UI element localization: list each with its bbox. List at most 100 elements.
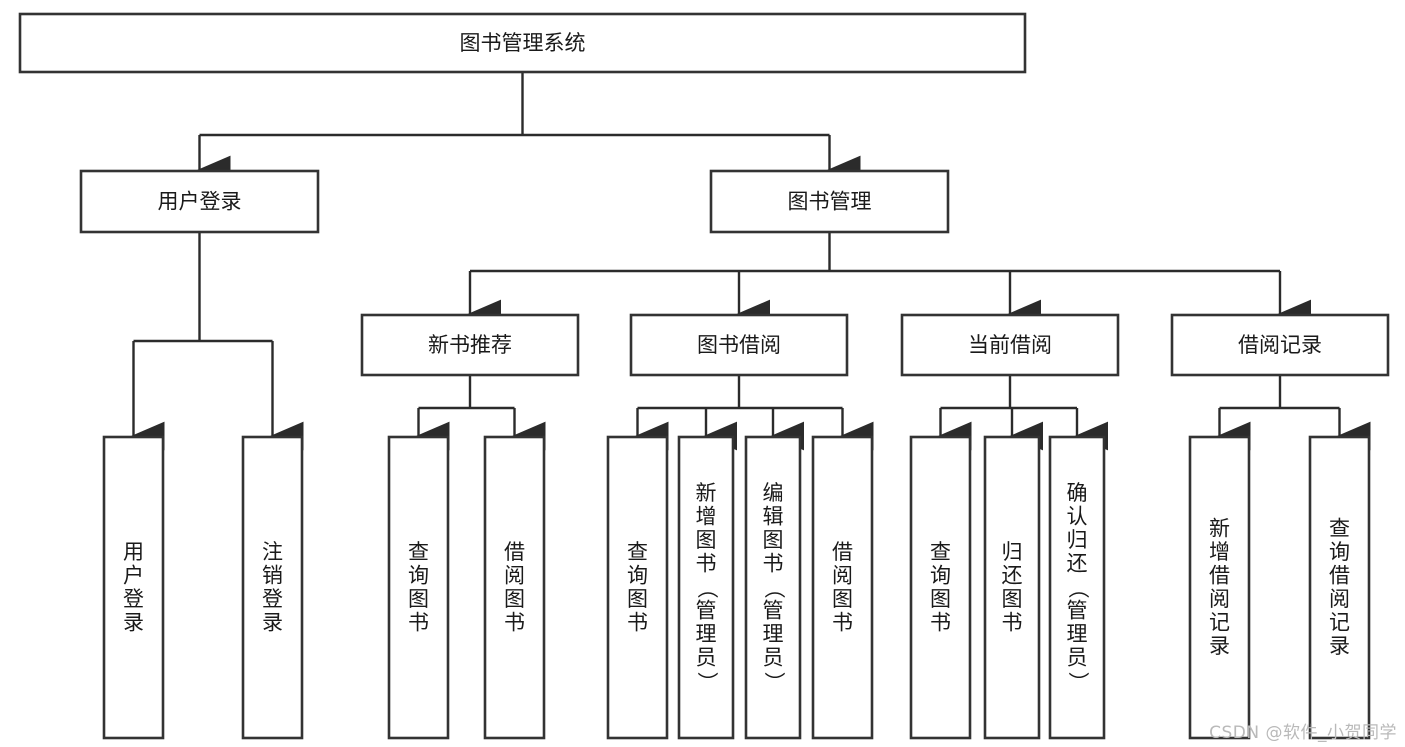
node-label-char: 书	[832, 610, 853, 634]
node-box-leaf-borrow-book[interactable]	[811, 435, 874, 740]
node-label-char: 图	[832, 587, 853, 611]
node-label-char: 管	[763, 599, 784, 623]
node-new-book-rec[interactable]: 新书推荐	[360, 313, 580, 377]
node-label-char: ）	[1066, 672, 1090, 693]
node-leaf-return-book[interactable]: 归还图书归还图书	[983, 435, 1041, 740]
edge-group-book-manage	[467, 232, 1312, 329]
node-box-leaf-query-book-rec[interactable]	[387, 435, 450, 740]
node-label-char: 管	[696, 599, 717, 623]
node-box-book-borrow[interactable]	[629, 313, 849, 377]
node-label-char: 阅	[832, 563, 853, 587]
node-box-leaf-return-book[interactable]	[983, 435, 1041, 740]
node-box-leaf-edit-book[interactable]	[744, 435, 802, 740]
node-label-char: （	[762, 578, 786, 599]
edge-group-borrow-record	[1217, 375, 1371, 451]
node-box-user-login[interactable]	[79, 169, 320, 234]
node-label-char: 书	[930, 610, 951, 634]
node-label-char: 注	[262, 540, 283, 564]
node-label-char: 书	[627, 610, 648, 634]
node-box-borrow-record[interactable]	[1170, 313, 1390, 377]
node-label-root: 图书管理系统	[460, 31, 586, 55]
node-leaf-user-logout[interactable]: 注销登录注销登录	[241, 435, 304, 740]
node-label-char: 询	[930, 563, 951, 587]
node-box-leaf-add-book[interactable]	[677, 435, 735, 740]
edge-group-book-borrow	[635, 375, 874, 451]
node-book-manage[interactable]: 图书管理	[709, 169, 950, 234]
node-label-char: 借	[504, 540, 525, 564]
node-box-leaf-user-login[interactable]	[102, 435, 165, 740]
node-borrow-record[interactable]: 借阅记录	[1170, 313, 1390, 377]
edge-group-root	[197, 72, 861, 185]
node-label-char: 还	[1067, 552, 1088, 576]
node-box-root[interactable]	[18, 12, 1027, 74]
node-box-current-borrow[interactable]	[900, 313, 1120, 377]
node-leaf-query-record[interactable]: 查询借阅记录查询借阅记录	[1308, 435, 1371, 740]
node-label-char: 查	[1329, 516, 1350, 540]
node-label-book-borrow: 图书借阅	[697, 333, 781, 357]
node-box-book-manage[interactable]	[709, 169, 950, 234]
node-label-new-book-rec: 新书推荐	[428, 333, 512, 357]
node-user-login[interactable]: 用户登录	[79, 169, 320, 234]
node-box-leaf-user-logout[interactable]	[241, 435, 304, 740]
node-label-user-login: 用户登录	[158, 190, 242, 214]
node-label-char: 录	[1209, 634, 1230, 658]
node-box-leaf-add-record[interactable]	[1188, 435, 1251, 740]
node-leaf-borrow-book-rec[interactable]: 借阅图书借阅图书	[483, 435, 546, 740]
node-label-char: 查	[930, 540, 951, 564]
node-leaf-user-login[interactable]: 用户登录用户登录	[102, 435, 165, 740]
node-label-current-borrow: 当前借阅	[968, 333, 1052, 357]
node-label-char: 增	[696, 505, 717, 529]
node-box-new-book-rec[interactable]	[360, 313, 580, 377]
node-label-char: 录	[1329, 634, 1350, 658]
node-box-leaf-confirm-return[interactable]	[1048, 435, 1106, 740]
node-label-char: 增	[1209, 540, 1230, 564]
node-label-char: 员	[763, 646, 784, 670]
node-label-char: 书	[408, 610, 429, 634]
node-label-char: 理	[1067, 622, 1088, 646]
node-label-char: 阅	[1209, 587, 1230, 611]
node-leaf-query-book-current[interactable]: 查询图书查询图书	[909, 435, 972, 740]
node-book-borrow[interactable]: 图书借阅	[629, 313, 849, 377]
edge-group-current-borrow	[938, 375, 1109, 451]
node-leaf-add-record[interactable]: 新增借阅记录新增借阅记录	[1188, 435, 1251, 740]
node-root[interactable]: 图书管理系统	[18, 12, 1027, 74]
node-label-char: 借	[1209, 563, 1230, 587]
node-label-char: 图	[930, 587, 951, 611]
node-label-char: 新	[696, 481, 717, 505]
node-label-book-manage: 图书管理	[788, 190, 872, 214]
node-label-char: 员	[696, 646, 717, 670]
node-label-char: 确	[1067, 481, 1088, 505]
node-label-char: 询	[408, 563, 429, 587]
node-box-leaf-borrow-book-rec[interactable]	[483, 435, 546, 740]
node-label-char: 归	[1067, 528, 1088, 552]
node-label-char: 询	[1329, 540, 1350, 564]
node-label-char: 录	[262, 610, 283, 634]
node-label-char: 录	[123, 610, 144, 634]
node-label-char: 登	[123, 587, 144, 611]
edge-layer	[131, 72, 1371, 451]
node-label-char: 借	[1329, 563, 1350, 587]
node-label-char: 户	[123, 563, 144, 587]
node-label-char: （	[1066, 578, 1090, 599]
node-label-char: 认	[1067, 505, 1088, 529]
node-label-char: 询	[627, 563, 648, 587]
node-leaf-borrow-book[interactable]: 借阅图书借阅图书	[811, 435, 874, 740]
node-label-char: 登	[262, 587, 283, 611]
node-label-char: 书	[504, 610, 525, 634]
node-label-char: 还	[1002, 563, 1023, 587]
node-label-char: 图	[504, 587, 525, 611]
node-label-char: 图	[763, 528, 784, 552]
node-current-borrow[interactable]: 当前借阅	[900, 313, 1120, 377]
node-label-char: 员	[1067, 646, 1088, 670]
node-box-leaf-query-record[interactable]	[1308, 435, 1371, 740]
node-leaf-query-book-rec[interactable]: 查询图书查询图书	[387, 435, 450, 740]
node-box-leaf-query-book-borrow[interactable]	[606, 435, 669, 740]
node-label-char: 辑	[763, 505, 784, 529]
node-box-leaf-query-book-current[interactable]	[909, 435, 972, 740]
node-label-char: ）	[762, 672, 786, 693]
node-leaf-query-book-borrow[interactable]: 查询图书查询图书	[606, 435, 669, 740]
